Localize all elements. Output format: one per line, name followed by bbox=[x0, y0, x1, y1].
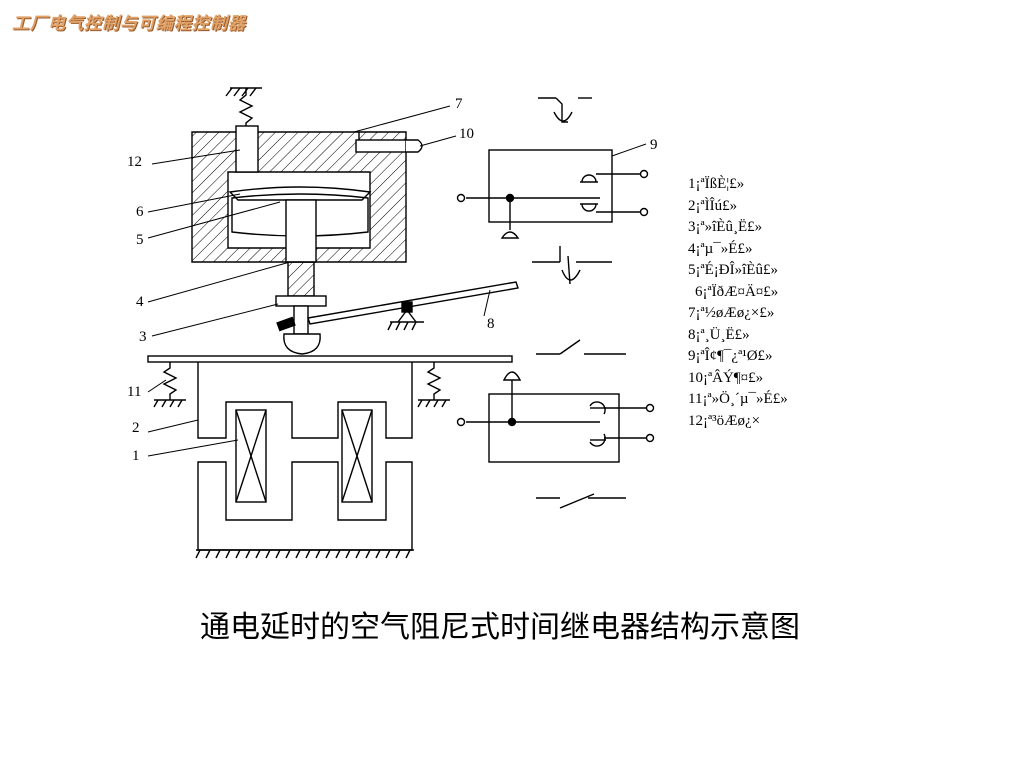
header-title: 工厂电气控制与可编程控制器 bbox=[12, 14, 246, 34]
label-3: 3 bbox=[139, 329, 147, 345]
label-1: 1 bbox=[132, 448, 140, 464]
parts-legend: 1¡ªÏßÈ¦£» 2¡ªÌÎú£» 3¡ª»îÈû¸Ë£» 4¡ªµ¯»É£»… bbox=[688, 174, 788, 432]
legend-item: 12¡ª³öÆø¿× bbox=[688, 412, 761, 429]
upper-micro-switch bbox=[456, 149, 649, 239]
air-chamber-block bbox=[191, 125, 423, 263]
label-6: 6 bbox=[136, 204, 144, 220]
label-5: 5 bbox=[136, 232, 144, 248]
lever bbox=[307, 281, 519, 331]
legend-item: 1¡ªÏßÈ¦£» bbox=[688, 176, 745, 192]
legend-item: 3¡ª»îÈû¸Ë£» bbox=[688, 219, 763, 235]
iron-core bbox=[195, 362, 414, 559]
label-2: 2 bbox=[132, 420, 140, 436]
label-8: 8 bbox=[487, 316, 495, 332]
legend-item: 11¡ª»Ö¸´µ¯»É£» bbox=[688, 391, 788, 407]
legend-item: 10¡ªÂÝ¶¤£» bbox=[688, 369, 764, 386]
delay-contact-symbols bbox=[532, 97, 626, 509]
coil-left bbox=[235, 409, 267, 503]
legend-item: 6¡ªÏðÆ¤Ä¤£» bbox=[695, 283, 779, 300]
legend-item: 8¡ª¸Ü¸Ë£» bbox=[688, 326, 750, 343]
lower-micro-switch bbox=[456, 371, 655, 463]
coil-right bbox=[341, 409, 373, 503]
label-4: 4 bbox=[136, 294, 144, 310]
label-7: 7 bbox=[455, 96, 463, 112]
legend-item: 9¡ªÎ¢¶¯¿ª¹Ø£» bbox=[688, 348, 773, 364]
piston-rod-spring bbox=[275, 261, 327, 355]
return-spring-left bbox=[153, 362, 186, 408]
return-spring-right bbox=[417, 362, 450, 408]
armature-plate bbox=[147, 355, 513, 363]
legend-item: 5¡ªÉ¡ÐÎ»îÈû£» bbox=[688, 262, 778, 278]
relay-structure-diagram: 12 6 5 4 3 11 2 1 7 10 9 8 bbox=[127, 87, 658, 559]
leader-lines bbox=[147, 105, 647, 457]
label-12: 12 bbox=[127, 154, 142, 170]
legend-item: 7¡ª½øÆø¿×£» bbox=[688, 305, 775, 321]
label-10: 10 bbox=[459, 126, 474, 142]
legend-item: 2¡ªÌÎú£» bbox=[688, 197, 738, 214]
label-11: 11 bbox=[127, 384, 141, 400]
legend-item: 4¡ªµ¯»É£» bbox=[688, 240, 753, 257]
diagram-caption: 通电延时的空气阻尼式时间继电器结构示意图 bbox=[200, 610, 800, 645]
label-9: 9 bbox=[650, 137, 658, 153]
top-spring bbox=[225, 87, 262, 128]
